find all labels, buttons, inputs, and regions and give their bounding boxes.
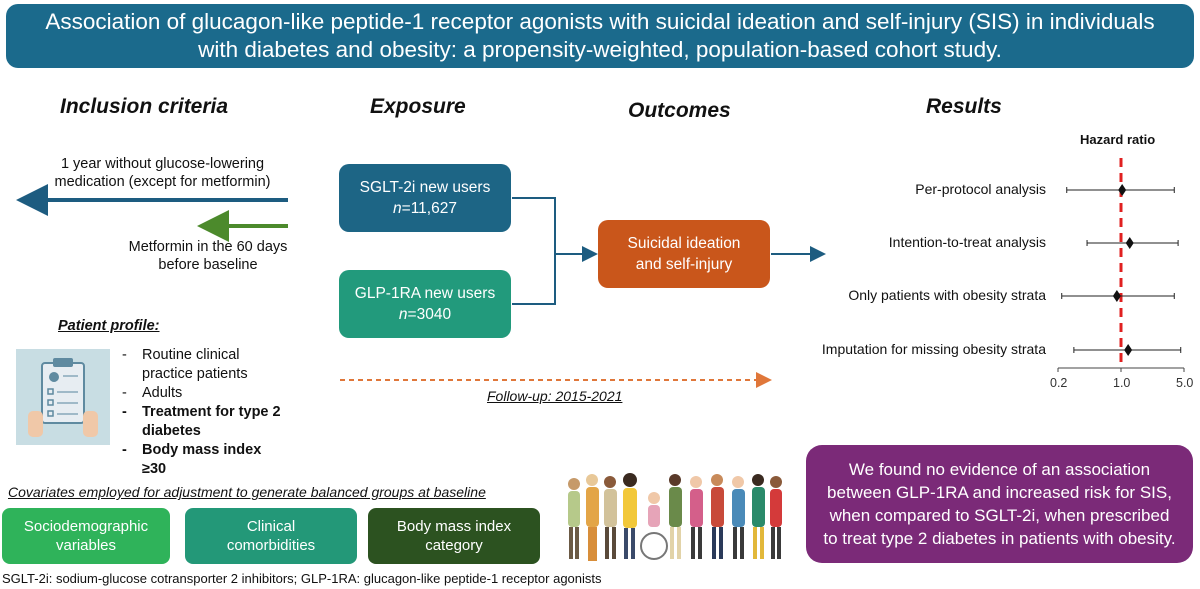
covariate-box: Sociodemographic variables	[2, 508, 170, 564]
sglt2-count: n=11,627	[393, 200, 457, 217]
people-icon	[568, 473, 782, 561]
profile-item: Adults	[122, 384, 282, 403]
profile-list: Routine clinical practice patients Adult…	[122, 346, 282, 479]
inclusion-criterion-2: Metformin in the 60 days before baseline	[128, 239, 288, 273]
clipboard-icon	[28, 358, 98, 437]
covariate-label: Sociodemographic variables	[23, 518, 149, 554]
forest-tick-label: 0.2	[1050, 376, 1068, 390]
forest-tick-label: 5.0	[1176, 376, 1194, 390]
profile-heading: Patient profile:	[58, 318, 160, 334]
forest-tick-label: 1.0	[1113, 376, 1131, 390]
followup-label: Follow-up: 2015-2021	[487, 388, 623, 404]
exposure-heading: Exposure	[370, 95, 466, 118]
forest-row-label: Intention-to-treat analysis	[888, 234, 1046, 250]
sglt2-name: SGLT-2i new users	[359, 179, 491, 196]
people-illustration	[568, 473, 782, 561]
results-heading: Results	[926, 95, 1002, 118]
conclusion-text: We found no evidence of an association b…	[823, 460, 1176, 548]
page-title: Association of glucagon-like peptide-1 r…	[45, 9, 1155, 62]
forest-point	[1124, 344, 1133, 356]
title-banner: Association of glucagon-like peptide-1 r…	[6, 4, 1194, 68]
covariate-box: Clinical comorbidities	[185, 508, 357, 564]
forest-row-label: Per-protocol analysis	[915, 181, 1046, 197]
inclusion-heading: Inclusion criteria	[60, 95, 229, 118]
conclusion-box: We found no evidence of an association b…	[806, 445, 1193, 563]
sglt2-box: SGLT-2i new users n=11,627	[339, 164, 511, 232]
forest-axis-title: Hazard ratio	[1080, 132, 1156, 147]
clipboard-illustration	[16, 349, 110, 445]
exposure-bracket	[512, 197, 556, 305]
glp1-name: GLP-1RA new users	[354, 285, 496, 302]
outcome-text: Suicidal ideation and self-injury	[627, 235, 741, 273]
forest-row-label: Imputation for missing obesity strata	[821, 341, 1046, 357]
outcomes-heading: Outcomes	[628, 99, 731, 122]
covariates-heading: Covariates employed for adjustment to ge…	[8, 484, 486, 500]
forest-point	[1125, 237, 1134, 249]
glp1-count: n=3040	[398, 306, 452, 323]
profile-item: Treatment for type 2 diabetes	[122, 403, 282, 441]
covariate-box: Body mass index category	[368, 508, 540, 564]
footnote: SGLT-2i: sodium-glucose cotransporter 2 …	[2, 571, 602, 586]
inclusion-criterion-1: 1 year without glucose-lowering medicati…	[54, 156, 271, 190]
glp1-box: GLP-1RA new users n=3040	[339, 270, 511, 338]
forest-point	[1112, 290, 1121, 302]
forest-row-label: Only patients with obesity strata	[848, 287, 1046, 303]
profile-item: Routine clinical practice patients	[122, 346, 282, 384]
profile-item: Body mass index ≥30	[122, 441, 282, 479]
covariate-label: Body mass index category	[396, 518, 512, 554]
covariate-label: Clinical comorbidities	[226, 518, 316, 554]
outcome-box: Suicidal ideation and self-injury	[598, 220, 770, 288]
forest-point	[1118, 184, 1127, 196]
